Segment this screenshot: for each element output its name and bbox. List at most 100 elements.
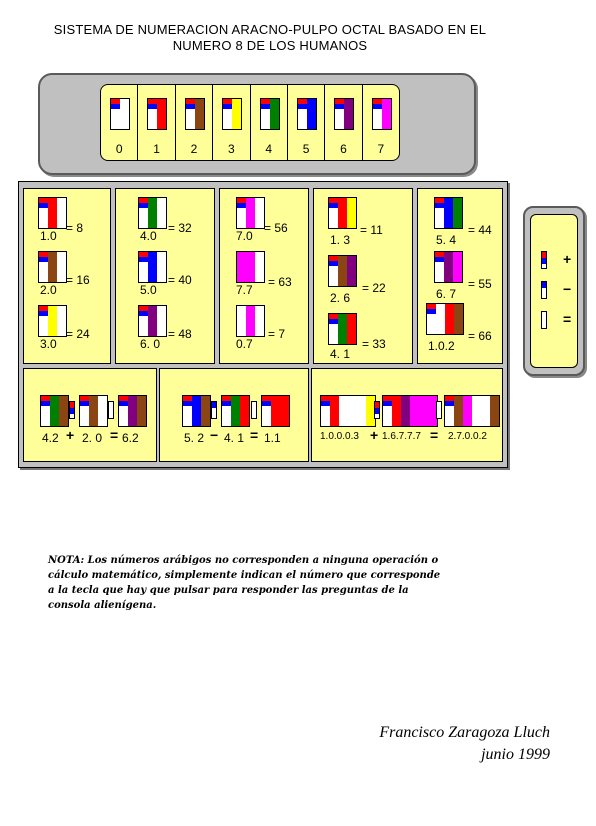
number-glyph bbox=[138, 251, 167, 283]
example-text: 5.0 bbox=[140, 283, 157, 297]
example-text: 1.0 bbox=[40, 229, 57, 243]
operator-legend-inner: + − = bbox=[530, 214, 578, 368]
example-value: = 63 bbox=[268, 275, 292, 289]
operation-a: 4.2 bbox=[42, 431, 59, 445]
glyph-column bbox=[410, 396, 419, 426]
operation-eq: = bbox=[430, 427, 439, 443]
number-glyph bbox=[221, 395, 250, 427]
glyph-column bbox=[435, 198, 444, 228]
number-glyph bbox=[118, 395, 147, 427]
glyph-column bbox=[39, 252, 48, 282]
operation-b: 1.6.7.7.7 bbox=[382, 431, 421, 442]
glyph-column bbox=[119, 396, 128, 426]
number-glyph bbox=[182, 395, 211, 427]
digit-label: 4 bbox=[265, 142, 273, 156]
glyph-column bbox=[50, 396, 59, 426]
example-box-2: 4.0 = 32 5.0 = 40 6. 0 = 48 bbox=[115, 188, 215, 364]
signature-name: Francisco Zaragoza Lluch bbox=[379, 724, 550, 741]
operation-a: 5. 2 bbox=[184, 431, 205, 445]
glyph-column bbox=[39, 306, 48, 336]
glyph-column bbox=[383, 396, 392, 426]
glyph-column bbox=[59, 396, 68, 426]
example-text: 4. 1 bbox=[330, 347, 351, 361]
glyph-column bbox=[148, 198, 157, 228]
glyph-column bbox=[98, 396, 107, 426]
number-glyph bbox=[38, 305, 67, 337]
glyph-column bbox=[454, 396, 463, 426]
glyph-column bbox=[57, 198, 66, 228]
example-value: = 56 bbox=[264, 221, 288, 235]
digit-glyph bbox=[296, 98, 317, 130]
glyph-column bbox=[194, 99, 204, 129]
glyph-column bbox=[344, 99, 354, 129]
operation-eq: = bbox=[250, 427, 259, 443]
operator-legend: + − = bbox=[523, 206, 585, 376]
glyph-column bbox=[120, 99, 129, 129]
glyph-column bbox=[338, 198, 347, 228]
example-text: 7.0 bbox=[236, 229, 253, 243]
glyph-column bbox=[201, 396, 210, 426]
digit-label: 5 bbox=[302, 142, 310, 156]
signature: Francisco Zaragoza Lluch junio 1999 bbox=[350, 722, 550, 766]
glyph-column bbox=[157, 306, 166, 336]
glyph-column bbox=[137, 396, 146, 426]
page-title: SISTEMA DE NUMERACION ARACNO-PULPO OCTAL… bbox=[40, 22, 500, 54]
example-text: 1.0.2 bbox=[428, 339, 455, 353]
glyph-column bbox=[490, 396, 499, 426]
legend-minus: − bbox=[563, 281, 572, 297]
example-text: 6. 7 bbox=[436, 287, 457, 301]
glyph-column bbox=[255, 198, 264, 228]
example-value: = 22 bbox=[362, 281, 386, 295]
operation-result: 6.2 bbox=[122, 431, 139, 445]
minus-symbol bbox=[211, 401, 217, 419]
digit-label: 7 bbox=[377, 142, 385, 156]
glyph-column bbox=[348, 396, 357, 426]
digit-label: 3 bbox=[227, 142, 235, 156]
digit-glyph bbox=[110, 98, 130, 130]
glyph-column bbox=[246, 198, 255, 228]
example-text: 6. 0 bbox=[140, 337, 161, 351]
equals-symbol bbox=[436, 401, 442, 419]
example-box-1: 1.0 = 8 2.0 = 16 3.0 = 24 bbox=[23, 188, 111, 364]
example-text: 0.7 bbox=[236, 337, 253, 351]
digit-5: 5 bbox=[288, 85, 326, 160]
glyph-column bbox=[246, 252, 255, 282]
glyph-column bbox=[463, 396, 472, 426]
example-value: = 33 bbox=[362, 337, 386, 351]
number-glyph bbox=[320, 395, 376, 427]
operation-eq: = bbox=[110, 427, 119, 443]
digit-7: 7 bbox=[363, 85, 399, 160]
digit-1: 1 bbox=[138, 85, 176, 160]
number-glyph bbox=[236, 251, 265, 283]
glyph-column bbox=[48, 252, 57, 282]
glyph-column bbox=[428, 396, 437, 426]
equals-symbol bbox=[251, 401, 257, 419]
glyph-column bbox=[453, 252, 462, 282]
operation-result: 2.7.0.0.2 bbox=[448, 431, 487, 442]
glyph-column bbox=[297, 99, 307, 129]
digit-glyph bbox=[147, 98, 168, 130]
glyph-column bbox=[223, 99, 233, 129]
number-glyph bbox=[444, 395, 500, 427]
glyph-column bbox=[366, 396, 375, 426]
glyph-column bbox=[329, 314, 338, 344]
glyph-column bbox=[392, 396, 401, 426]
glyph-column bbox=[472, 396, 481, 426]
glyph-column bbox=[372, 99, 382, 129]
example-text: 1. 3 bbox=[330, 233, 351, 247]
glyph-column bbox=[269, 99, 279, 129]
operation-op: + bbox=[66, 427, 75, 443]
digit-6: 6 bbox=[325, 85, 363, 160]
digit-3: 3 bbox=[213, 85, 251, 160]
digit-label: 1 bbox=[153, 142, 160, 156]
minus-symbol bbox=[541, 281, 547, 299]
digit-glyph bbox=[222, 98, 243, 130]
operation-b: 2. 0 bbox=[82, 431, 103, 445]
example-value: = 40 bbox=[168, 273, 192, 287]
glyph-column bbox=[357, 396, 366, 426]
digit-glyph bbox=[334, 98, 355, 130]
glyph-column bbox=[237, 306, 246, 336]
operation-box-1: 4.2 + 2. 0 = 6.2 bbox=[23, 368, 157, 462]
example-text: 3.0 bbox=[40, 337, 57, 351]
title-line-2: NUMERO 8 DE LOS HUMANOS bbox=[172, 38, 368, 53]
